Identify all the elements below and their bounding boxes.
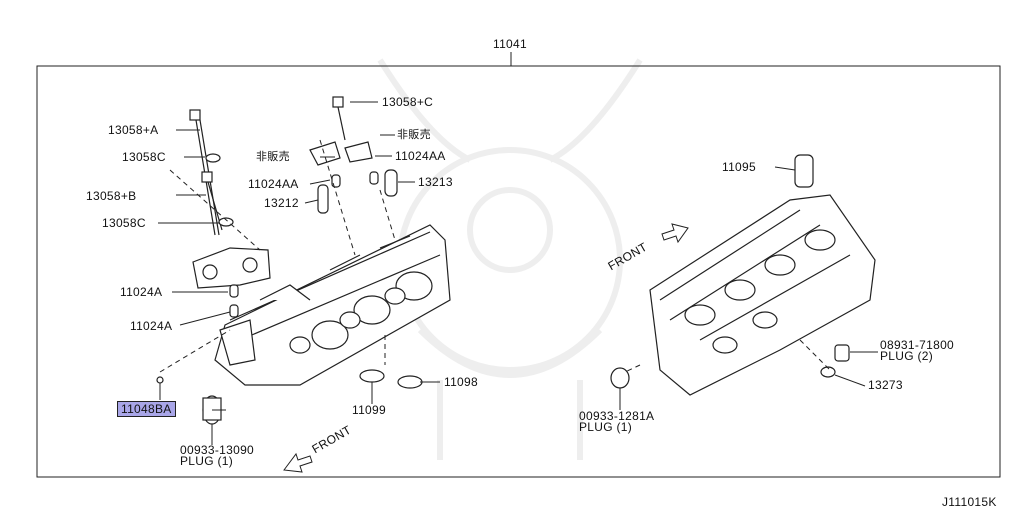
front-arrow-right: [661, 223, 689, 244]
not-for-sale-label-1: 非販売: [397, 128, 431, 141]
right-cylinder-head: [649, 194, 876, 396]
part-label-11024aa-left[interactable]: 11024AA: [248, 177, 299, 191]
plug-label-right-2: PLUG (2): [880, 349, 934, 363]
dowel-pins: [229, 169, 398, 318]
part-label-13213[interactable]: 13213: [418, 175, 453, 189]
leader-lines: [158, 101, 878, 445]
part-label-13058c-bottom[interactable]: 13058C: [102, 216, 146, 230]
part-label-13273[interactable]: 13273: [868, 378, 903, 392]
assembly-number: 11041: [493, 37, 527, 51]
figure-code: J111015K: [942, 495, 997, 509]
part-label-13058c-top[interactable]: 13058C: [122, 150, 166, 164]
plug-label-left: PLUG (1): [180, 454, 234, 468]
part-label-11099[interactable]: 11099: [352, 403, 386, 417]
assembly-frame: [36, 65, 1001, 478]
right-parts: [610, 154, 850, 389]
left-cylinder-head: [214, 224, 451, 386]
part-label-08931-71800[interactable]: 08931-71800: [880, 338, 955, 352]
part-label-13058-a[interactable]: 13058+A: [108, 123, 159, 137]
part-label-11024aa-right[interactable]: 11024AA: [395, 149, 446, 163]
plug-label-right-1: PLUG (1): [579, 420, 633, 434]
part-label-00933-13090[interactable]: 00933-13090: [180, 443, 255, 457]
watermark-emblem: [377, 58, 643, 460]
front-arrow-left: [283, 452, 313, 473]
part-label-11095[interactable]: 11095: [722, 160, 756, 174]
part-label-11024a-upper[interactable]: 11024A: [120, 285, 163, 299]
bolts-left: [189, 96, 346, 236]
part-label-11048ba-selected[interactable]: 11048BA: [117, 401, 176, 417]
cam-caps-right: [309, 141, 373, 166]
left-plugs: [156, 369, 423, 425]
not-for-sale-label-2: 非販売: [256, 150, 290, 163]
part-label-13212[interactable]: 13212: [264, 196, 299, 210]
cam-bracket-upper: [192, 247, 271, 289]
alignment-dashes: [159, 139, 831, 373]
part-label-13058-b[interactable]: 13058+B: [86, 189, 137, 203]
part-label-11098[interactable]: 11098: [444, 375, 478, 389]
part-label-13058-c[interactable]: 13058+C: [382, 95, 434, 109]
part-label-00933-1281a[interactable]: 00933-1281A: [579, 409, 655, 423]
part-label-11024a-lower[interactable]: 11024A: [130, 319, 173, 333]
